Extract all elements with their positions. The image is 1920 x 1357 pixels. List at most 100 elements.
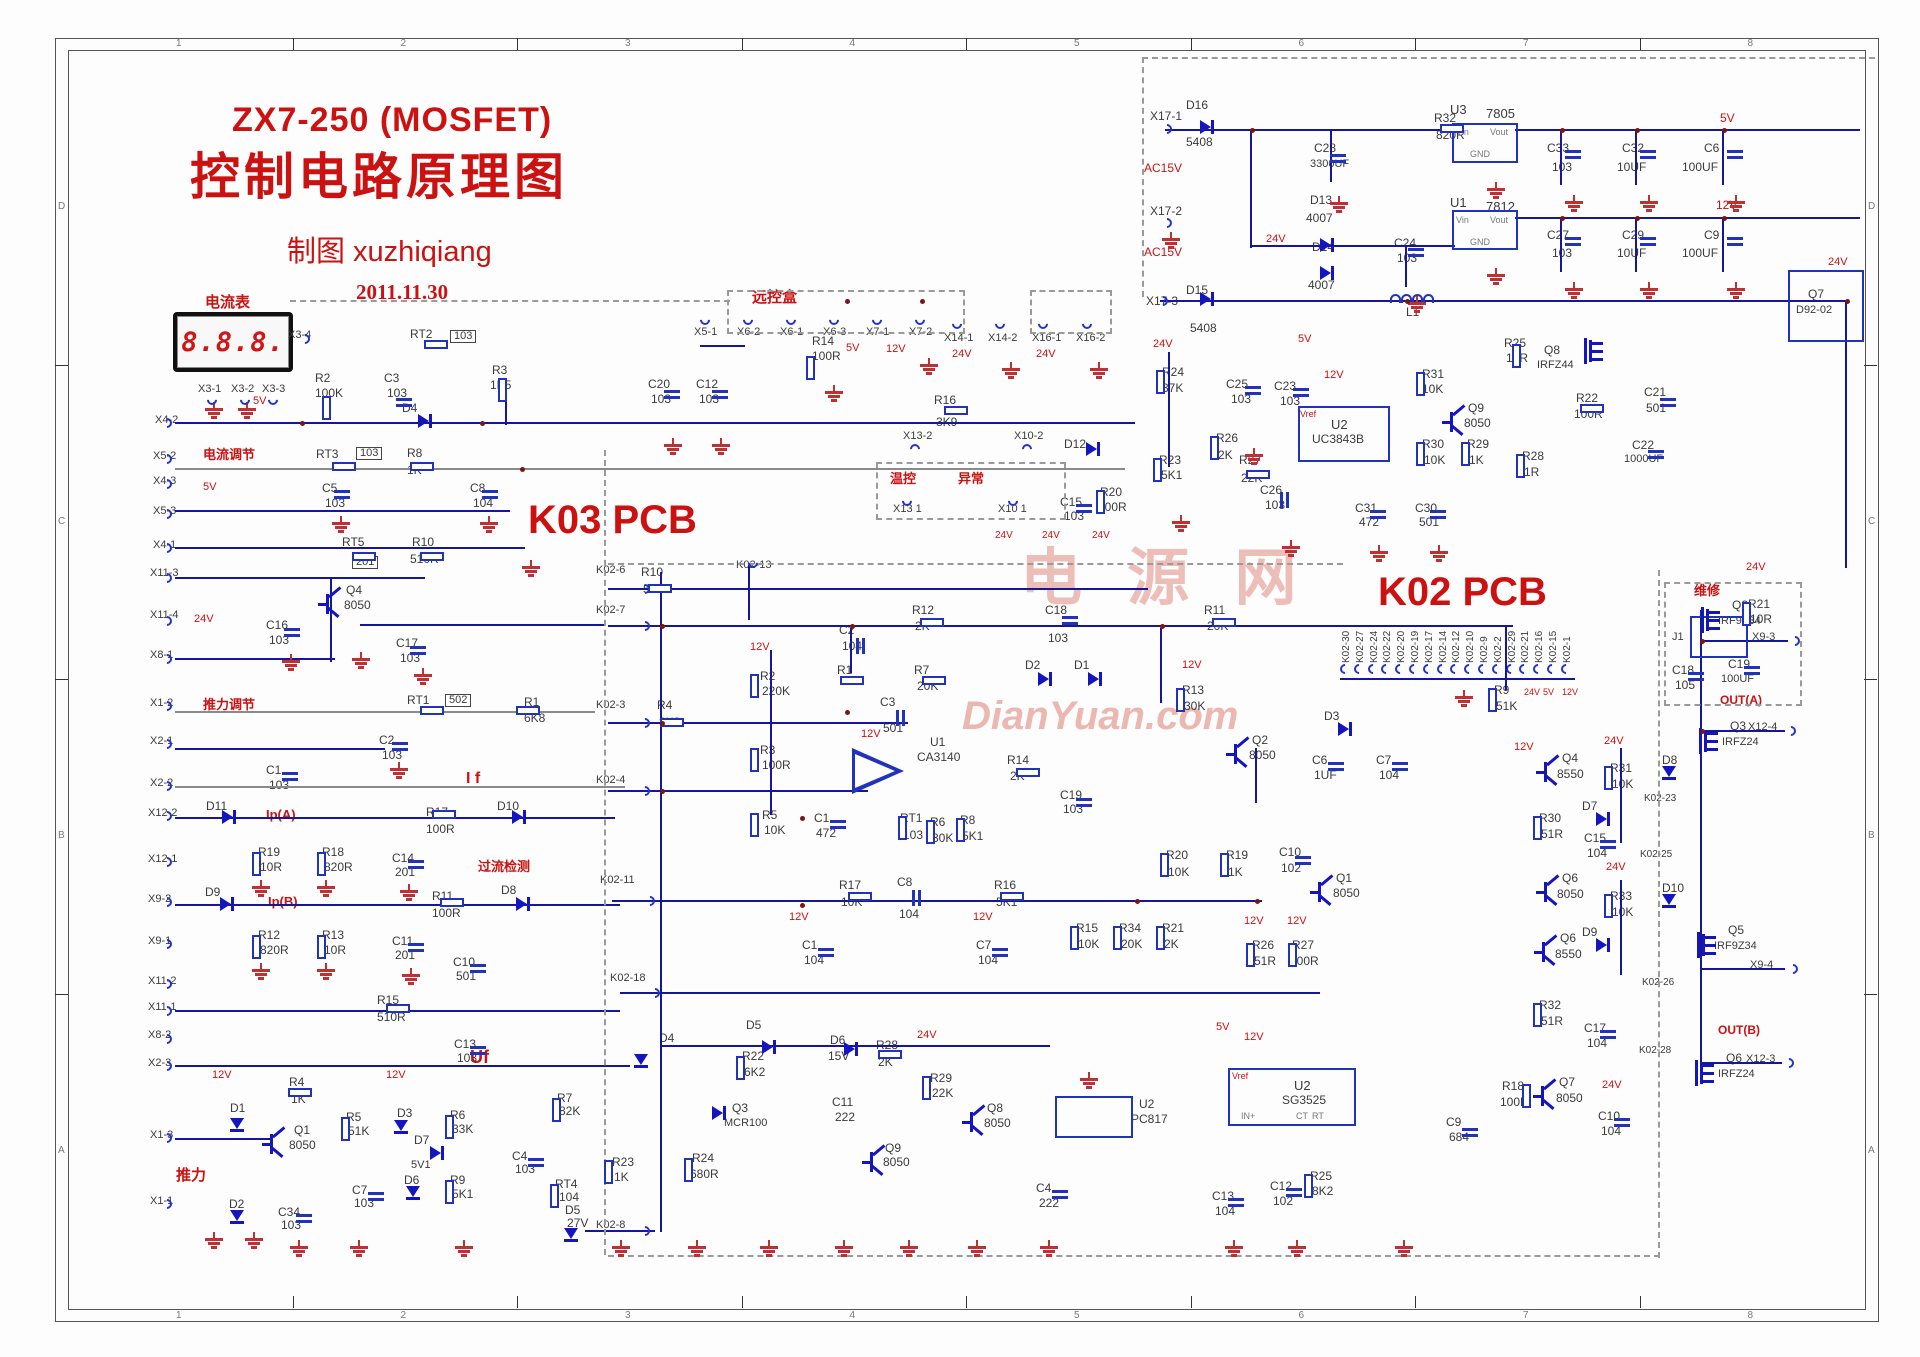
label: 51R [1254,954,1277,968]
label: 30K [932,831,954,845]
sheet-column-label: 5 [1074,1310,1080,1321]
label: 5V [203,481,217,493]
k02-pin-label: K02-14 [1437,630,1449,663]
label: Q1 [294,1123,311,1137]
label: 12V [1514,741,1534,753]
label: 8K2 [1312,1184,1334,1198]
resistor-symbol [424,340,448,349]
label: 5408 [1190,321,1217,335]
label: X2-1 [150,735,174,747]
region-dashed-box [1030,290,1112,334]
label: AC15V [1144,245,1183,259]
label: 电流表 [205,294,251,311]
label: 201 [395,865,416,879]
label: C12 [696,377,719,391]
wire [1165,129,1455,131]
label: 6K8 [524,711,546,725]
junction-dot [1560,216,1565,221]
label: X3-4 [288,329,312,341]
label: 105 [1675,678,1696,692]
label: R32 [1539,998,1562,1012]
label: C6 [1312,753,1328,767]
resistor-symbol [252,852,261,876]
label: 7812 [1486,199,1515,214]
label: X2-2 [150,777,174,789]
resistor-symbol [1604,894,1613,918]
label: C27 [1547,228,1570,242]
schematic-author: 制图 xuzhiqiang [287,236,492,268]
label: 104 [1587,846,1608,860]
label: K02-11 [600,874,635,886]
resistor-symbol [750,748,759,772]
label: X3-1 [198,383,222,395]
transistor-symbol [1536,754,1562,786]
junction-dot [1160,624,1165,629]
label: Q6 [1562,871,1579,885]
resistor-symbol [648,584,672,593]
label: X1-1 [150,1195,174,1207]
label: 103 [1064,509,1085,523]
label: C33 [1547,141,1570,155]
label: IN+ [1241,1111,1256,1121]
wire [1635,130,1637,185]
k02-rail-label: 5V [1543,687,1555,697]
frame-tick [966,1296,967,1308]
label: 33K [452,1122,474,1136]
label: 104 [978,953,999,967]
label: X2-3 [148,1057,172,1069]
label: 51K [1496,699,1518,713]
label: X14-2 [988,332,1018,344]
label: R13 [322,928,345,942]
label: Vout [1490,127,1509,137]
label: K02-6 [596,564,626,576]
resistor-symbol [332,462,356,471]
component-box [1788,270,1864,342]
wire [660,572,662,992]
label: 8050 [289,1138,316,1152]
label: L1 [1406,305,1420,319]
label: 104 [1587,1036,1608,1050]
label: 37K [1162,381,1184,395]
wire [1250,130,1252,248]
label: R12 [258,928,281,942]
label: 5V [253,395,267,407]
k02-pin-label: K02-20 [1396,630,1408,663]
label: C16 [266,618,289,632]
label: R16 [994,878,1017,892]
label: Vref [1300,409,1317,419]
k02-pin-label: K02-30 [1341,630,1352,663]
k02-pin-label: K02-12 [1451,630,1463,663]
label: 12V [1324,369,1344,381]
label: X12-4 [1748,721,1778,733]
label: 1000UF [1624,453,1664,465]
resistor-symbol [1488,688,1497,712]
resistor-symbol [922,676,946,685]
label: X9-3 [1752,631,1776,643]
label: D92-02 [1796,304,1833,316]
label: K02-13 [736,559,772,571]
resistor-symbol [1461,442,1470,466]
label: 10UF [1617,160,1647,174]
component-box [1690,616,1748,658]
label: CT [1296,1111,1308,1121]
label: 2K [878,1055,893,1069]
label: X11-2 [148,975,177,987]
label: 12V [861,728,881,740]
label: R13 [1182,683,1205,697]
wire [175,547,525,549]
label: IRFZ24 [1718,1068,1755,1080]
label: 103 [450,330,477,343]
label: 10R [260,860,283,874]
label: R18 [322,845,345,859]
wire [175,904,620,906]
label: R24 [1162,365,1185,379]
label: 10K [1168,865,1190,879]
frame-tick [1864,993,1877,995]
junction-dot [1635,128,1640,133]
label: K02-28 [1639,1045,1672,1056]
label: 8050 [1333,886,1360,900]
resistor-symbol [1533,1003,1542,1027]
transistor-symbol [1534,934,1560,966]
label: C4 [1036,1181,1052,1195]
watermark-cn: 电 源 网 [1020,544,1311,613]
